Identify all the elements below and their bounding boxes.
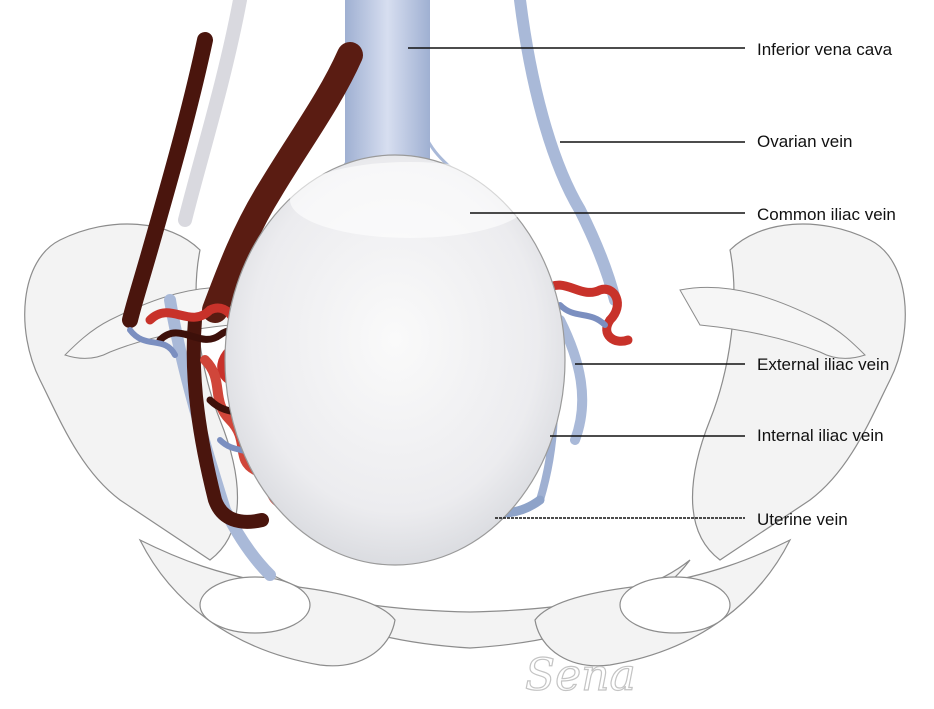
plexus-right-blue	[560, 305, 605, 325]
label-uterine-vein: Uterine vein	[757, 510, 848, 530]
artist-signature: Sena	[525, 650, 636, 701]
left-iliac-wing	[25, 224, 238, 560]
label-internal-iliac-vein: Internal iliac vein	[757, 426, 884, 446]
label-common-iliac-vein: Common iliac vein	[757, 205, 896, 225]
left-obturator-foramen	[200, 577, 310, 633]
label-ovarian-vein: Ovarian vein	[757, 132, 852, 152]
ivc-body	[345, 0, 430, 170]
label-inferior-vena-cava: Inferior vena cava	[757, 40, 892, 60]
right-obturator-foramen	[620, 577, 730, 633]
label-external-iliac-vein: External iliac vein	[757, 355, 889, 375]
uterus-fundus-highlight	[290, 162, 530, 238]
